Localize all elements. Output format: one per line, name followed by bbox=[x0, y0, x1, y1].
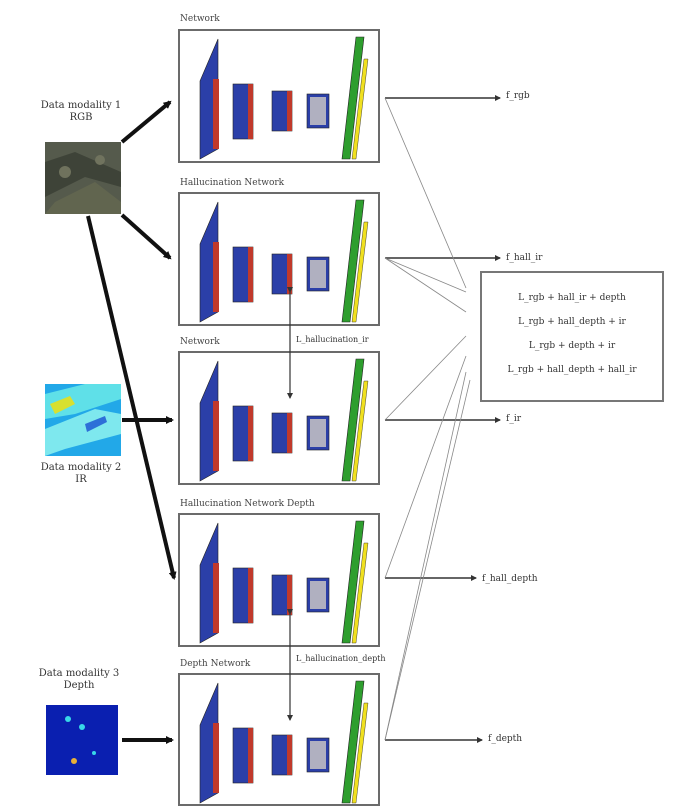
link-label-ir: L_hallucination_ir bbox=[296, 335, 369, 344]
network-3-title: Network bbox=[180, 337, 220, 347]
output-1: f_rgb bbox=[506, 91, 530, 101]
loss-box: L_rgb + hall_ir + depth L_rgb + hall_dep… bbox=[480, 271, 664, 402]
modality-2-label: Data modality 2 IR bbox=[16, 462, 146, 486]
modality-1-label: Data modality 1 RGB bbox=[16, 100, 146, 124]
modality-3-type: Depth bbox=[63, 680, 95, 691]
modality-1-type: RGB bbox=[69, 112, 93, 123]
network-2-title: Hallucination Network bbox=[180, 178, 285, 188]
network-1 bbox=[178, 29, 380, 163]
network-4-title: Hallucination Network Depth bbox=[180, 499, 315, 509]
link-label-depth: L_hallucination_depth bbox=[296, 654, 386, 663]
output-3: f_ir bbox=[506, 414, 522, 424]
output-2: f_hall_ir bbox=[506, 253, 543, 263]
loss-1: L_rgb + hall_ir + depth bbox=[518, 293, 626, 303]
output-4: f_hall_depth bbox=[482, 574, 538, 584]
modality-3-name: Data modality 3 bbox=[38, 668, 120, 679]
modality-1-name: Data modality 1 bbox=[40, 100, 122, 111]
modality-2-type: IR bbox=[75, 474, 87, 485]
modality-3-label: Data modality 3 Depth bbox=[14, 668, 144, 692]
depth-image bbox=[46, 705, 118, 775]
rgb-image bbox=[45, 142, 121, 214]
loss-4: L_rgb + hall_depth + hall_ir bbox=[507, 365, 637, 375]
network-3 bbox=[178, 351, 380, 485]
network-2 bbox=[178, 192, 380, 326]
modality-2-name: Data modality 2 bbox=[40, 462, 122, 473]
output-5: f_depth bbox=[488, 734, 523, 744]
network-5 bbox=[178, 673, 380, 806]
network-1-title: Network bbox=[180, 14, 220, 24]
network-5-title: Depth Network bbox=[180, 659, 251, 669]
arrow-rgb-to-net2 bbox=[120, 213, 172, 260]
loss-3: L_rgb + depth + ir bbox=[528, 341, 616, 351]
network-4 bbox=[178, 513, 380, 647]
loss-2: L_rgb + hall_depth + ir bbox=[518, 317, 626, 327]
ir-image bbox=[45, 384, 121, 456]
